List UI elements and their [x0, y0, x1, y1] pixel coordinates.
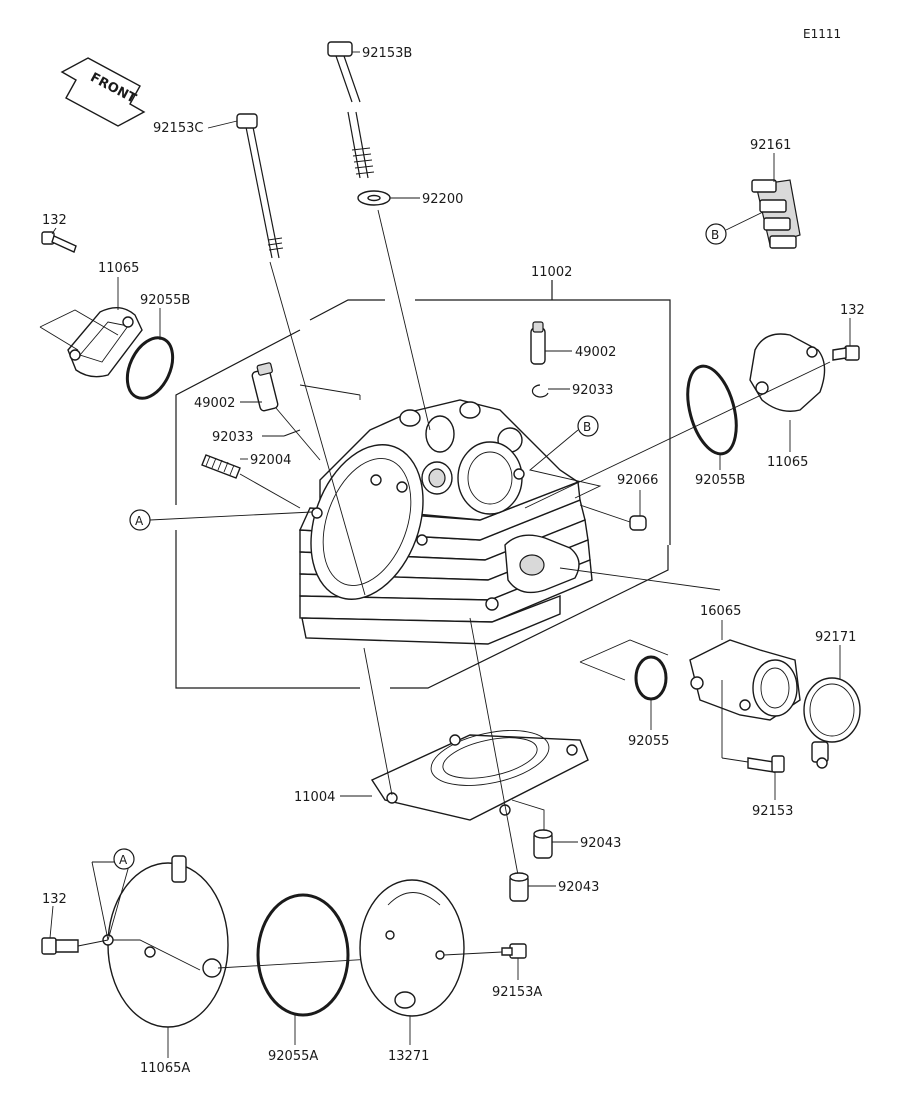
oring-92055A — [256, 893, 350, 1017]
stud-92153B — [327, 41, 375, 179]
clamp-92171 — [803, 677, 861, 769]
washer-92200 — [357, 190, 391, 206]
bolt-132-bottom — [41, 937, 79, 955]
leader-lines — [49, 51, 851, 1058]
callout-A-head: A — [129, 509, 313, 531]
bolt-92153 — [747, 755, 785, 773]
callout-B-head: B — [529, 415, 602, 499]
diagram-code: E1111 — [803, 27, 841, 41]
label-92055A: 92055A — [268, 1049, 318, 1064]
callout-A-cover: A — [113, 848, 135, 870]
label-92153A: 92153A — [492, 985, 542, 1000]
label-132-right: 132 — [840, 303, 865, 318]
label-11065-left: 11065 — [98, 261, 139, 276]
label-92055B-left: 92055B — [140, 293, 190, 308]
oring-92055B-right — [686, 364, 738, 456]
gasket-11004 — [370, 730, 589, 821]
bolt-132-top-left — [41, 231, 77, 253]
label-92033-right: 92033 — [572, 383, 613, 398]
label-132-top-left: 132 — [42, 213, 67, 228]
label-92153C: 92153C — [153, 121, 203, 136]
svg-text:A: A — [119, 853, 128, 867]
label-92200: 92200 — [422, 192, 463, 207]
dowel-92066 — [629, 515, 647, 531]
label-92004: 92004 — [250, 453, 291, 468]
label-92066: 92066 — [617, 473, 658, 488]
dowel-92043-lower — [509, 872, 529, 902]
guide-92161 — [751, 179, 801, 249]
label-13271: 13271 — [388, 1049, 429, 1064]
svg-text:B: B — [583, 420, 591, 434]
label-92033-left: 92033 — [212, 430, 253, 445]
callout-B-guide: B — [705, 211, 764, 245]
label-132-bottom: 132 — [42, 892, 67, 907]
clip-92033-left — [283, 429, 301, 437]
cover-11065A — [102, 855, 229, 1028]
intake-pipe-16065 — [689, 639, 801, 721]
label-11065A: 11065A — [140, 1061, 190, 1076]
dowel-92043-upper — [533, 829, 553, 859]
bolt-92153A — [501, 943, 527, 959]
label-49002-right: 49002 — [575, 345, 616, 360]
label-92161: 92161 — [750, 138, 791, 153]
cylinder-head — [298, 399, 593, 645]
label-92055B-right: 92055B — [695, 473, 745, 488]
oring-92055 — [634, 655, 668, 701]
svg-text:B: B — [711, 228, 719, 242]
label-92171: 92171 — [815, 630, 856, 645]
oring-92055B-left — [125, 336, 175, 400]
valve-guide-49002-left — [251, 362, 279, 412]
label-16065: 16065 — [700, 604, 741, 619]
stud-92153C — [236, 113, 284, 259]
label-11004: 11004 — [294, 790, 335, 805]
label-92153: 92153 — [752, 804, 793, 819]
front-arrow-icon: FRONT — [60, 57, 146, 127]
label-49002-left: 49002 — [194, 396, 235, 411]
cover-11065-right — [749, 333, 826, 412]
part-labels: 92153B 92153C 92200 92161 132 11065 9205… — [42, 46, 865, 1076]
clip-92033-right — [531, 384, 549, 398]
plate-13271 — [359, 879, 465, 1017]
assembly-frame — [175, 280, 671, 689]
label-92043-lower: 92043 — [558, 880, 599, 895]
valve-guide-49002-right — [530, 321, 546, 365]
cover-11065-left — [67, 307, 143, 378]
label-92055: 92055 — [628, 734, 669, 749]
label-92043-upper: 92043 — [580, 836, 621, 851]
label-92153B: 92153B — [362, 46, 412, 61]
svg-text:A: A — [135, 514, 144, 528]
label-11002: 11002 — [531, 265, 572, 280]
stud-92004 — [201, 454, 241, 479]
label-11065-right: 11065 — [767, 455, 808, 470]
bolt-132-right — [832, 345, 860, 361]
